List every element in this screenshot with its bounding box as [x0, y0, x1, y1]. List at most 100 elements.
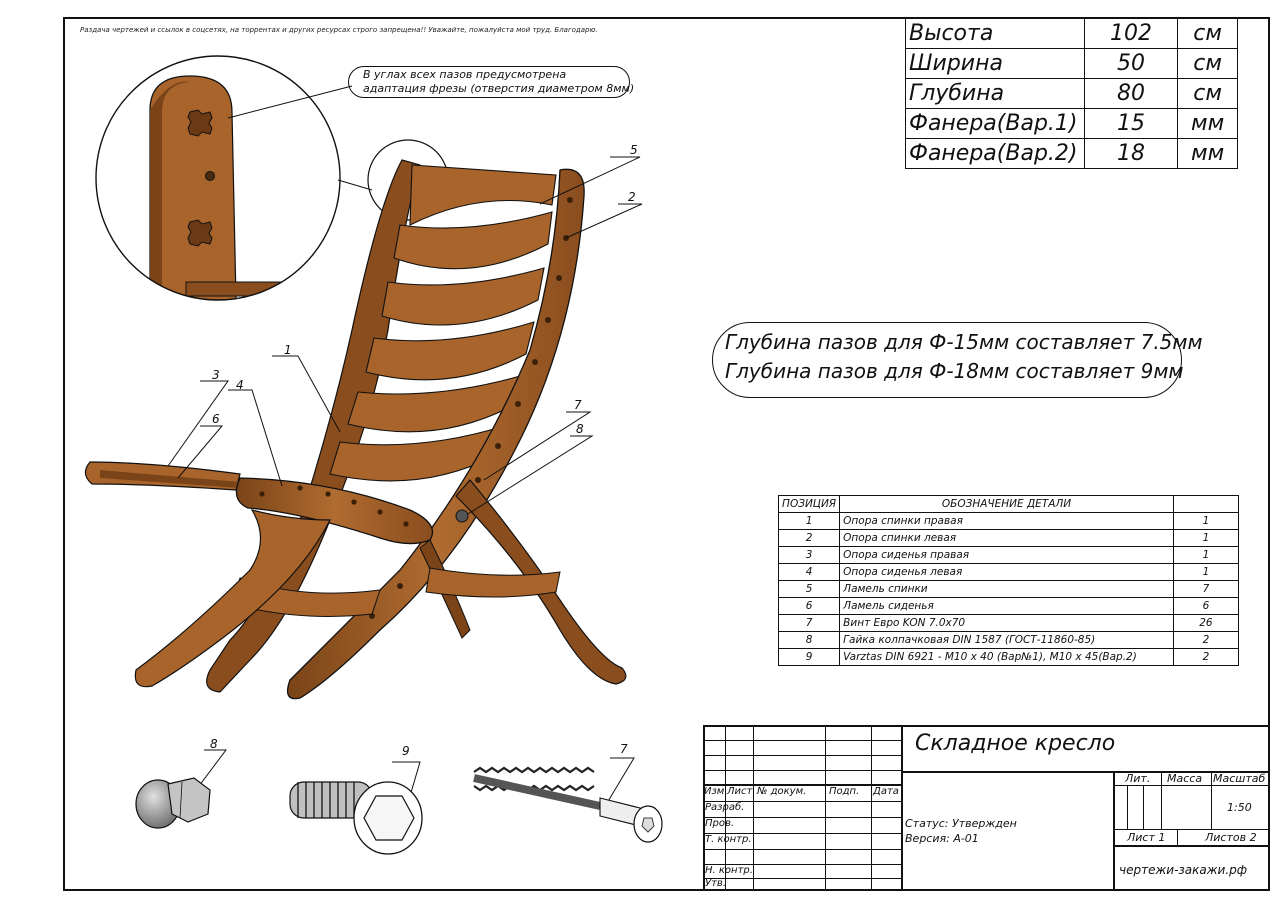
- header-qty: [1172, 495, 1240, 513]
- header-designation: ОБОЗНАЧЕНИЕ ДЕТАЛИ: [839, 495, 1174, 513]
- part-pos: 9: [777, 648, 841, 666]
- part-name: Опора сиденья левая: [839, 563, 1174, 581]
- dimension-row: Ширина 50 см: [905, 48, 1238, 79]
- part-name: Varztas DIN 6921 - M10 x 40 (Вар№1), M10…: [839, 648, 1174, 666]
- part-pos: 5: [777, 580, 841, 598]
- role-nkontr: Н. контр.: [705, 865, 753, 876]
- copyright-notice: Раздача чертежей и ссылок в соцсетях, на…: [80, 26, 598, 34]
- dimension-value: 15: [1083, 108, 1179, 139]
- role-tkontr: Т. контр.: [705, 834, 752, 845]
- groove-note-line2: Глубина пазов для Ф-18мм составляет 9мм: [725, 359, 1184, 383]
- leader-label-3: 3: [212, 368, 220, 382]
- version-text: Версия: А-01: [905, 832, 979, 845]
- part-name: Ламель сиденья: [839, 597, 1174, 615]
- sheets-total: Листов 2: [1205, 831, 1257, 844]
- dimension-row: Высота 102 см: [905, 18, 1238, 49]
- dimension-row: Фанера(Вар.2) 18 мм: [905, 138, 1238, 169]
- dimension-unit: мм: [1177, 108, 1238, 139]
- groove-depth-note: Глубина пазов для Ф-15мм составляет 7.5м…: [712, 322, 1203, 398]
- role-prov: Пров.: [705, 818, 735, 829]
- leader-label-7: 7: [574, 398, 582, 412]
- mass-header: Масса: [1167, 772, 1203, 785]
- parts-table: ПОЗИЦИЯ ОБОЗНАЧЕНИЕ ДЕТАЛИ 1 Опора спинк…: [777, 495, 1240, 666]
- part-pos: 7: [777, 614, 841, 632]
- groove-note-line1: Глубина пазов для Ф-15мм составляет 7.5м…: [725, 330, 1203, 354]
- chair-model: [84, 159, 627, 700]
- part-qty: 2: [1172, 631, 1240, 649]
- milling-note-line2: адаптация фрезы (отверстия диаметром 8мм…: [363, 82, 635, 95]
- part-pos: 1: [777, 512, 841, 530]
- part-qty: 1: [1172, 563, 1240, 581]
- site-name: чертежи-закажи.рф: [1119, 863, 1248, 877]
- part-name: Гайка колпачковая DIN 1587 (ГОСТ-11860-8…: [839, 631, 1174, 649]
- dimension-unit: см: [1177, 48, 1238, 79]
- parts-row: 2 Опора спинки левая 1: [777, 529, 1240, 547]
- header-position: ПОЗИЦИЯ: [777, 495, 841, 513]
- drawing-frame: [63, 17, 1270, 891]
- leader-label-4: 4: [236, 378, 244, 392]
- milling-note-callout: В углах всех пазов предусмотрена адаптац…: [348, 66, 635, 98]
- dimension-unit: мм: [1177, 138, 1238, 169]
- parts-row: 6 Ламель сиденья 6: [777, 597, 1240, 615]
- parts-row: 9 Varztas DIN 6921 - M10 x 40 (Вар№1), M…: [777, 648, 1240, 666]
- part-qty: 1: [1172, 512, 1240, 530]
- drawing-title: Складное кресло: [915, 731, 1116, 756]
- role-razrab: Разраб.: [705, 802, 745, 813]
- scale-value: 1:50: [1227, 801, 1252, 814]
- leader-label-1: 1: [284, 343, 292, 357]
- dimension-name: Глубина: [905, 78, 1085, 109]
- dimension-row: Фанера(Вар.1) 15 мм: [905, 108, 1238, 139]
- sheet-number: Лист 1: [1127, 831, 1166, 844]
- part-name: Ламель спинки: [839, 580, 1174, 598]
- part-qty: 1: [1172, 546, 1240, 564]
- title-block: Складное кресло Изм. Лист № докум. Подп.…: [703, 725, 1269, 890]
- part-name: Винт Евро KON 7.0x70: [839, 614, 1174, 632]
- dimension-value: 102: [1083, 18, 1179, 49]
- detail-zoom: [95, 55, 449, 301]
- parts-row: 7 Винт Евро KON 7.0x70 26: [777, 614, 1240, 632]
- scale-header: Масштаб: [1213, 772, 1266, 785]
- dimension-name: Фанера(Вар.1): [905, 108, 1085, 139]
- part-name: Опора спинки левая: [839, 529, 1174, 547]
- leader-label-8: 8: [576, 422, 584, 436]
- part-qty: 7: [1172, 580, 1240, 598]
- part-pos: 3: [777, 546, 841, 564]
- milling-note-line1: В углах всех пазов предусмотрена: [363, 68, 567, 81]
- cap-nut-hardware: [135, 777, 211, 829]
- part-qty: 2: [1172, 648, 1240, 666]
- leader-lines: [167, 156, 643, 831]
- dimension-unit: см: [1177, 18, 1238, 49]
- parts-row: 1 Опора спинки правая 1: [777, 512, 1240, 530]
- dimension-unit: см: [1177, 78, 1238, 109]
- dimensions-table: Высота 102 см Ширина 50 см Глубина 80 см…: [905, 18, 1238, 169]
- parts-row: 8 Гайка колпачковая DIN 1587 (ГОСТ-11860…: [777, 631, 1240, 649]
- part-pos: 8: [777, 631, 841, 649]
- col-sign: Подп.: [829, 786, 860, 797]
- col-doc: № докум.: [757, 786, 807, 797]
- parts-row: 5 Ламель спинки 7: [777, 580, 1240, 598]
- col-list: Лист: [727, 786, 753, 797]
- hardware-label-9: 9: [402, 744, 410, 758]
- part-qty: 6: [1172, 597, 1240, 615]
- role-utv: Утв.: [705, 878, 726, 889]
- part-qty: 1: [1172, 529, 1240, 547]
- dimension-value: 50: [1083, 48, 1179, 79]
- part-pos: 6: [777, 597, 841, 615]
- dimension-value: 80: [1083, 78, 1179, 109]
- part-qty: 26: [1172, 614, 1240, 632]
- part-pos: 2: [777, 529, 841, 547]
- leader-label-6: 6: [212, 412, 220, 426]
- dimension-row: Глубина 80 см: [905, 78, 1238, 109]
- part-name: Опора спинки правая: [839, 512, 1174, 530]
- flange-bolt-hardware: [289, 781, 423, 855]
- parts-row: 3 Опора сиденья правая 1: [777, 546, 1240, 564]
- col-date: Дата: [873, 786, 899, 797]
- lit-header: Лит.: [1125, 772, 1151, 785]
- dimension-value: 18: [1083, 138, 1179, 169]
- hardware-label-8: 8: [210, 737, 218, 751]
- parts-header-row: ПОЗИЦИЯ ОБОЗНАЧЕНИЕ ДЕТАЛИ: [777, 495, 1240, 513]
- part-name: Опора сиденья правая: [839, 546, 1174, 564]
- dimension-name: Ширина: [905, 48, 1085, 79]
